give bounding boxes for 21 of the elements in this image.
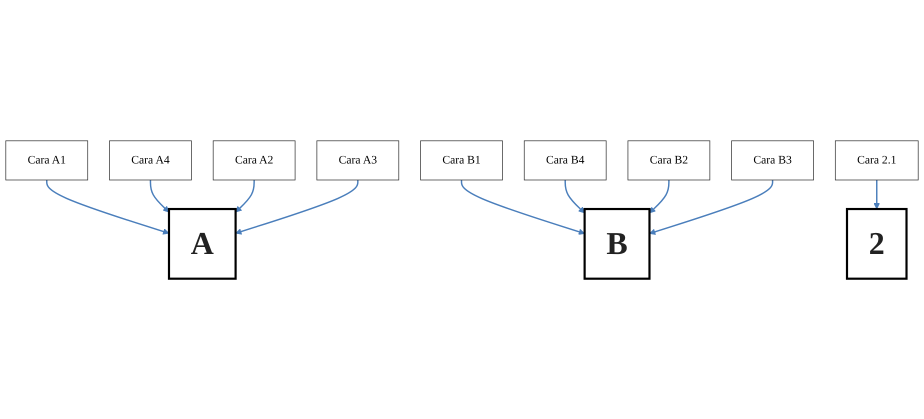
node-box: Cara A4 [109,140,192,180]
node-box: Cara A1 [5,140,88,180]
arrow [649,180,670,214]
arrow [235,180,255,212]
node-box: B [584,208,651,280]
node-box: 2 [846,208,908,280]
arrow [46,180,170,234]
arrow [460,180,585,235]
node-box: Cara B3 [731,140,814,180]
arrow [564,180,585,214]
node-box: Cara A3 [316,140,400,180]
node-box: Cara 2.1 [834,140,919,180]
arrow [150,180,170,212]
node-box: A [168,208,237,280]
node-box: Cara B2 [628,140,710,180]
arrow [874,180,880,210]
arrow [649,180,774,235]
node-box: Cara B1 [420,140,503,180]
node-box: Cara A2 [212,140,296,180]
arrow [235,180,359,234]
node-box: Cara B4 [524,140,607,180]
